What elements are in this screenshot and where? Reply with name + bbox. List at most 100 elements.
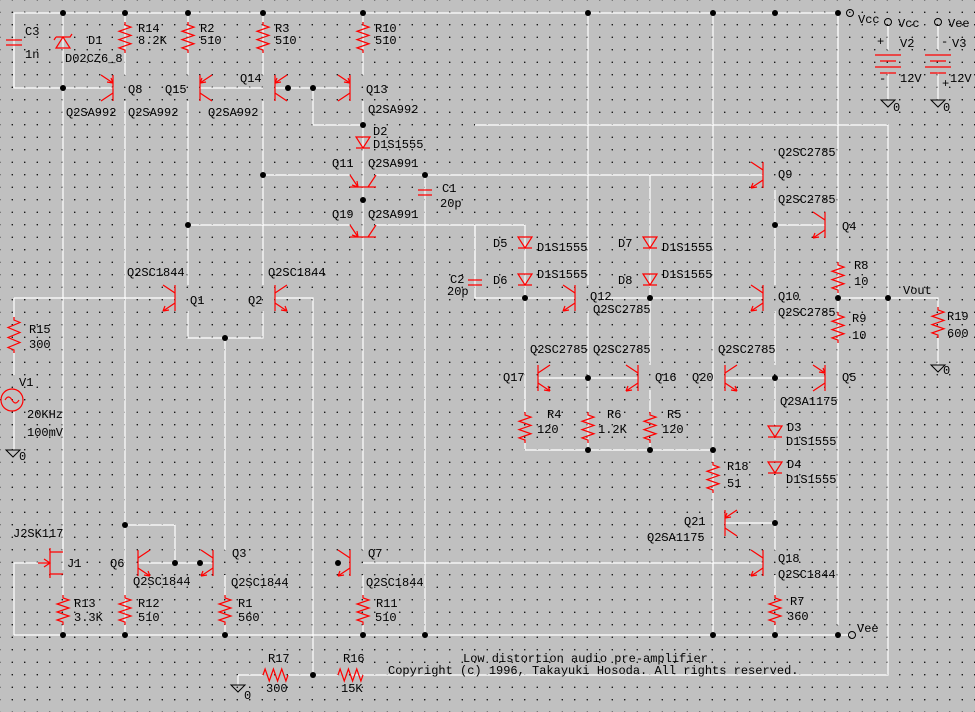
label-r15-ref: R15 bbox=[29, 323, 51, 337]
capacitor-c3[interactable] bbox=[6, 13, 22, 88]
diode-d6[interactable] bbox=[516, 273, 534, 287]
transistor-q10[interactable] bbox=[750, 284, 764, 312]
capacitor-c1[interactable] bbox=[418, 189, 432, 196]
transistor-q5[interactable] bbox=[812, 364, 826, 392]
label-r1-ref: R1 bbox=[238, 597, 252, 611]
transistor-q15[interactable] bbox=[199, 74, 213, 102]
diode-d5[interactable] bbox=[516, 236, 534, 250]
label-d6-ref: D6 bbox=[493, 274, 507, 288]
transistor-q21[interactable] bbox=[724, 509, 738, 537]
battery-v2[interactable] bbox=[875, 54, 901, 74]
capacitor-c2[interactable] bbox=[468, 225, 482, 286]
label-q19-value: Q2SA991 bbox=[368, 208, 418, 222]
transistor-q4[interactable] bbox=[812, 211, 826, 239]
label-d2-value: D1S1555 bbox=[373, 138, 423, 152]
resistor-r14[interactable] bbox=[117, 22, 133, 53]
label-nets-gnd: 0 bbox=[943, 101, 950, 115]
resistor-r6[interactable] bbox=[580, 412, 596, 443]
label-d4-value: D1S1555 bbox=[786, 473, 836, 487]
transistor-q20[interactable] bbox=[724, 364, 738, 392]
label-q6-ref: Q6 bbox=[110, 557, 124, 571]
transistor-q13[interactable] bbox=[337, 74, 351, 102]
resistor-r9[interactable] bbox=[830, 312, 846, 343]
resistor-r17[interactable] bbox=[262, 667, 289, 683]
vee-port-icon[interactable] bbox=[934, 18, 942, 26]
vcc-port-icon[interactable] bbox=[846, 9, 854, 17]
jfet-j1[interactable] bbox=[38, 548, 63, 578]
label-q8-ref: Q8 bbox=[128, 83, 142, 97]
label-q17-ref: Q17 bbox=[503, 371, 525, 385]
diode-d3[interactable] bbox=[766, 425, 784, 439]
label-q3-value: Q2SC1844 bbox=[231, 576, 289, 590]
battery-v3[interactable] bbox=[925, 54, 951, 74]
transistor-q17[interactable] bbox=[537, 364, 551, 392]
transistor-q6[interactable] bbox=[137, 549, 151, 577]
label-d7-ref: D7 bbox=[618, 237, 632, 251]
resistor-r19[interactable] bbox=[930, 307, 946, 338]
ground-symbols bbox=[4, 99, 947, 693]
label-q1-value: Q2SC1844 bbox=[127, 266, 185, 280]
resistor-r18[interactable] bbox=[705, 462, 721, 493]
label-q21-ref: Q21 bbox=[684, 515, 706, 529]
resistor-r8[interactable] bbox=[830, 262, 846, 293]
resistor-r13[interactable] bbox=[55, 595, 71, 625]
label-c2-ref: C2 bbox=[450, 273, 464, 287]
label-nets-gnd: 0 bbox=[893, 101, 900, 115]
resistor-r7[interactable] bbox=[767, 595, 783, 625]
transistor-q16[interactable] bbox=[625, 364, 639, 392]
label-v1-freq: 20KHz bbox=[27, 408, 63, 422]
transistor-q1[interactable] bbox=[162, 284, 176, 312]
label-d2-ref: D2 bbox=[373, 125, 387, 139]
resistor-r5[interactable] bbox=[642, 412, 658, 443]
resistor-r12[interactable] bbox=[117, 595, 133, 625]
label-r4-value: 120 bbox=[537, 423, 559, 437]
transistor-q8[interactable] bbox=[100, 74, 114, 102]
label-r7-value: 360 bbox=[787, 610, 809, 624]
transistor-q11[interactable] bbox=[349, 174, 377, 188]
label-q1-ref: Q1 bbox=[190, 294, 204, 308]
diode-d1[interactable] bbox=[53, 33, 73, 49]
resistor-r1[interactable] bbox=[217, 595, 233, 625]
transistor-q9[interactable] bbox=[750, 161, 764, 189]
transistor-q14[interactable] bbox=[274, 74, 288, 102]
transistor-q7[interactable] bbox=[337, 549, 351, 577]
label-c1-value: 20p bbox=[440, 197, 462, 211]
vee-port-icon[interactable] bbox=[848, 631, 856, 639]
label-d4-ref: D4 bbox=[787, 458, 801, 472]
label-d5-value: D1S1555 bbox=[537, 241, 587, 255]
transistor-q12[interactable] bbox=[562, 284, 576, 312]
diode-d7[interactable] bbox=[641, 236, 659, 250]
resistor-r3[interactable] bbox=[255, 22, 271, 53]
resistor-r2[interactable] bbox=[180, 22, 196, 53]
label-battery_signs-minus: - bbox=[941, 35, 948, 49]
label-r8-value: 10 bbox=[854, 275, 868, 289]
resistor-r4[interactable] bbox=[517, 412, 533, 443]
transistor-q2[interactable] bbox=[274, 284, 288, 312]
diode-d2[interactable] bbox=[354, 136, 372, 150]
resistor-r15[interactable] bbox=[6, 317, 22, 353]
label-q12-ref: Q12 bbox=[590, 290, 612, 304]
label-q10-ref: Q10 bbox=[778, 290, 800, 304]
diode-d8[interactable] bbox=[641, 273, 659, 287]
label-r10-ref: R10 bbox=[375, 22, 397, 36]
label-q12-value: Q2SC2785 bbox=[593, 303, 651, 317]
label-nets-gnd: 0 bbox=[943, 364, 950, 378]
diodes bbox=[53, 33, 784, 475]
label-r12-ref: R12 bbox=[138, 597, 160, 611]
label-battery_signs-plus: + bbox=[877, 35, 884, 49]
resistor-r10[interactable] bbox=[355, 22, 371, 53]
diode-d4[interactable] bbox=[766, 461, 784, 475]
label-q10-value: Q2SC2785 bbox=[778, 306, 836, 320]
signal-source-v1[interactable] bbox=[0, 388, 24, 412]
label-q14-value: Q2SA992 bbox=[208, 106, 258, 120]
label-r13-ref: R13 bbox=[74, 597, 96, 611]
transistor-q18[interactable] bbox=[750, 549, 764, 577]
transistor-q19[interactable] bbox=[349, 224, 377, 238]
vcc-port-icon[interactable] bbox=[884, 18, 892, 26]
transistor-q3[interactable] bbox=[200, 549, 214, 577]
label-r14-value: 8.2K bbox=[138, 34, 168, 48]
resistor-r16[interactable] bbox=[337, 667, 364, 683]
label-battery_signs-minus: - bbox=[879, 72, 886, 86]
resistor-r11[interactable] bbox=[355, 595, 371, 625]
